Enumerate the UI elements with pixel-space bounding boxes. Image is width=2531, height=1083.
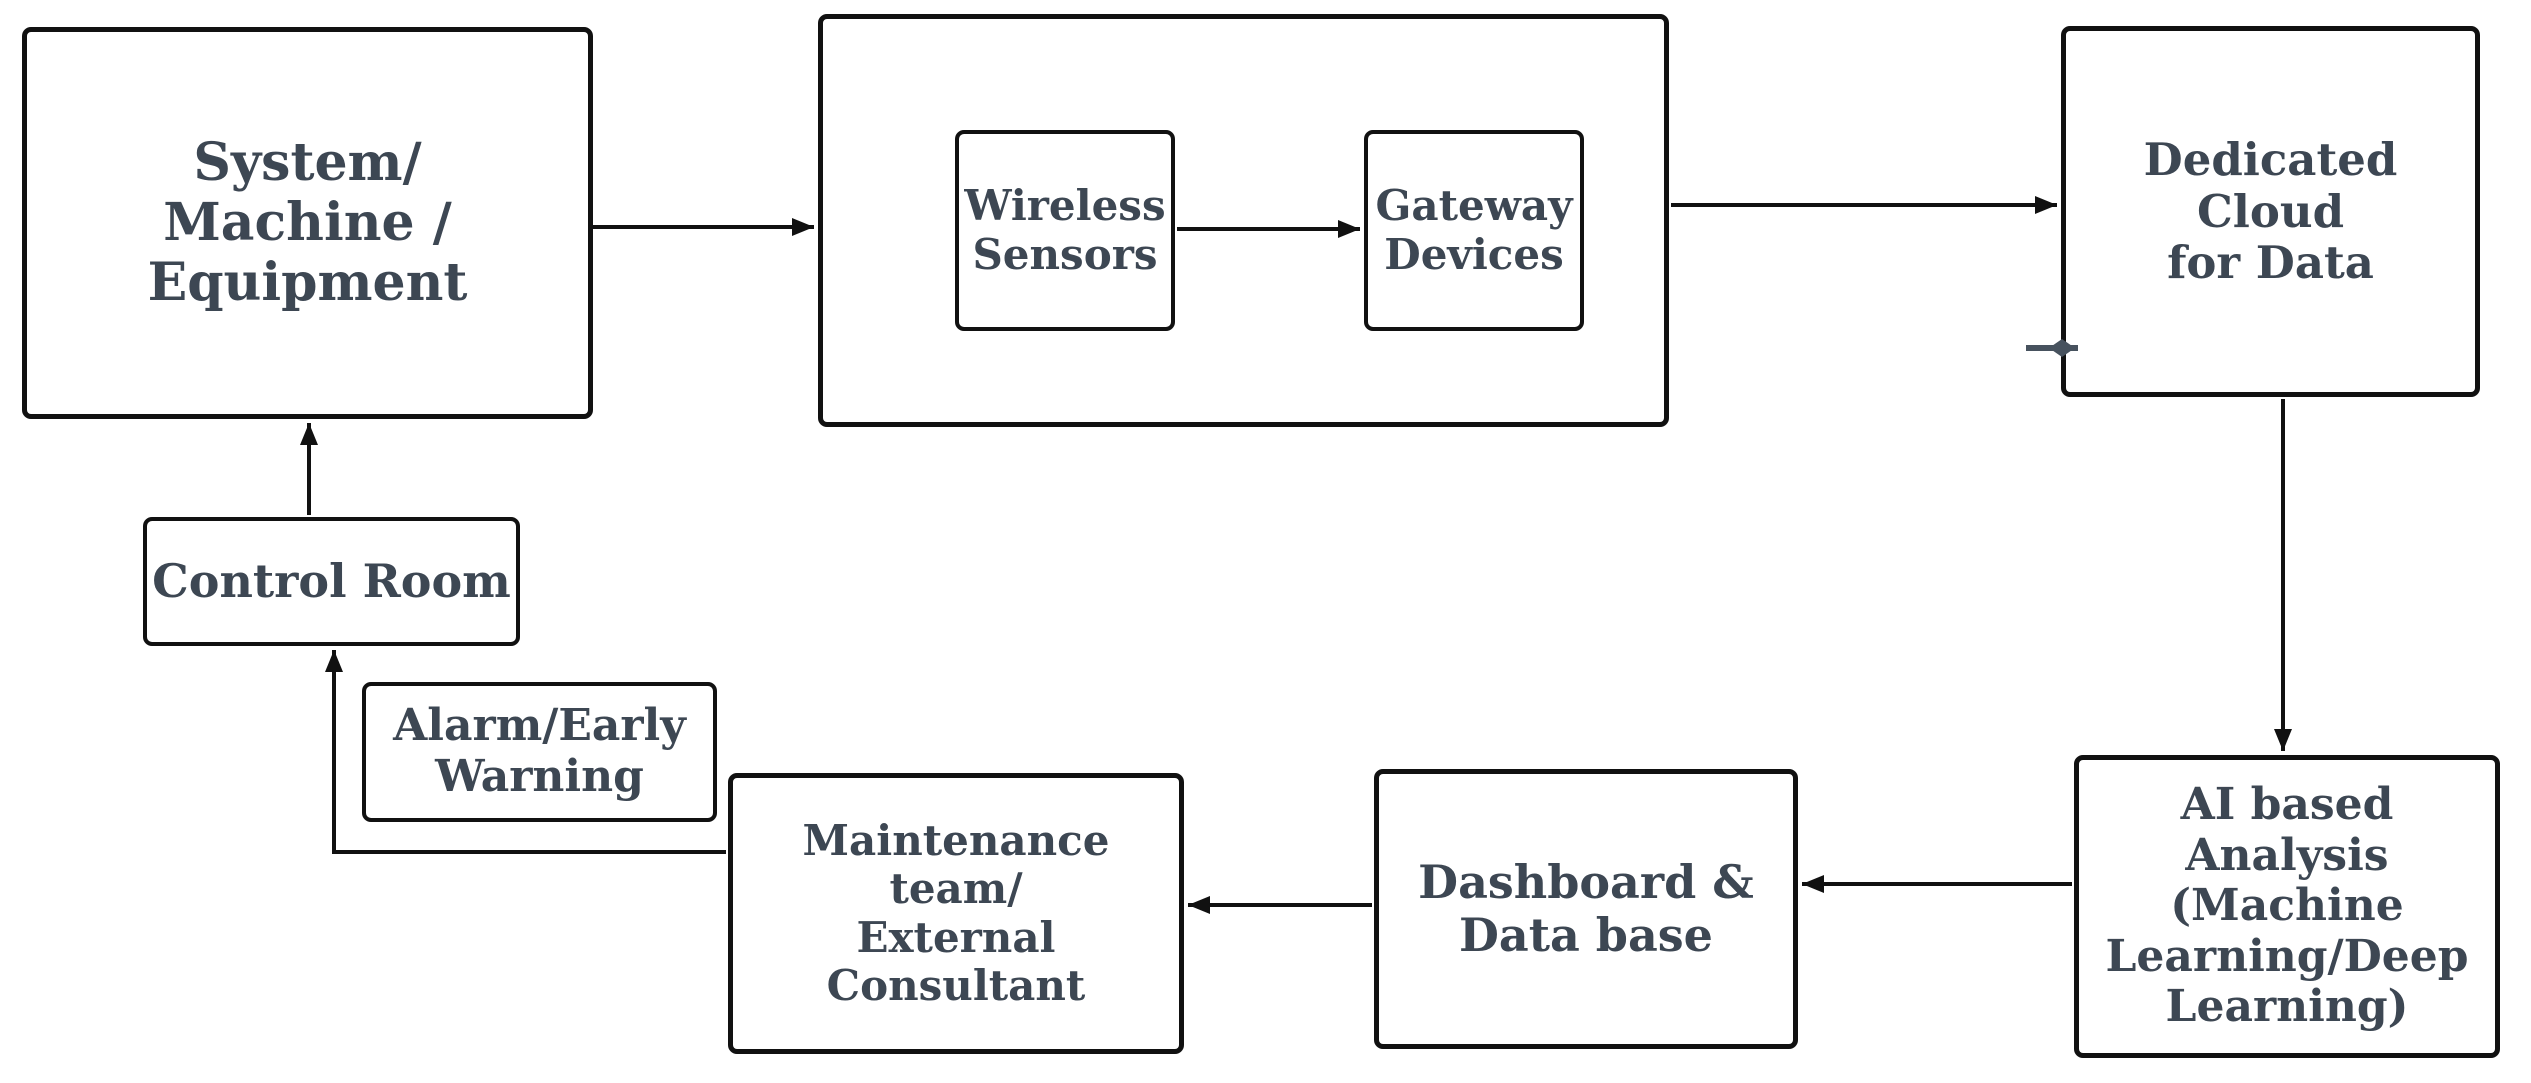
dedicated-cloud-label: Dedicated Cloud for Data xyxy=(2143,132,2398,290)
gateway-devices-label: Gateway Devices xyxy=(1375,181,1573,279)
node-gateway-devices: Gateway Devices xyxy=(1364,130,1584,331)
node-wireless-sensors: Wireless Sensors xyxy=(955,130,1175,331)
node-alarm-early-warning: Alarm/Early Warning xyxy=(362,682,717,822)
node-dashboard-database: Dashboard & Data base xyxy=(1374,769,1798,1049)
maintenance-team-label: Maintenance team/ External Consultant xyxy=(802,815,1110,1010)
dashboard-database-label: Dashboard & Data base xyxy=(1418,855,1754,962)
node-ai-analysis: AI based Analysis (Machine Learning/Deep… xyxy=(2074,755,2500,1058)
ai-analysis-label: AI based Analysis (Machine Learning/Deep… xyxy=(2105,779,2469,1033)
node-control-room: Control Room xyxy=(143,517,520,646)
node-dedicated-cloud: Dedicated Cloud for Data xyxy=(2061,26,2480,397)
node-system-machine-equipment: System/ Machine / Equipment xyxy=(22,27,593,419)
alarm-early-warning-label: Alarm/Early Warning xyxy=(393,700,686,802)
wireless-sensors-label: Wireless Sensors xyxy=(964,181,1166,279)
node-maintenance-team: Maintenance team/ External Consultant xyxy=(728,773,1184,1054)
control-room-label: Control Room xyxy=(152,554,511,609)
system-label: System/ Machine / Equipment xyxy=(147,132,468,313)
